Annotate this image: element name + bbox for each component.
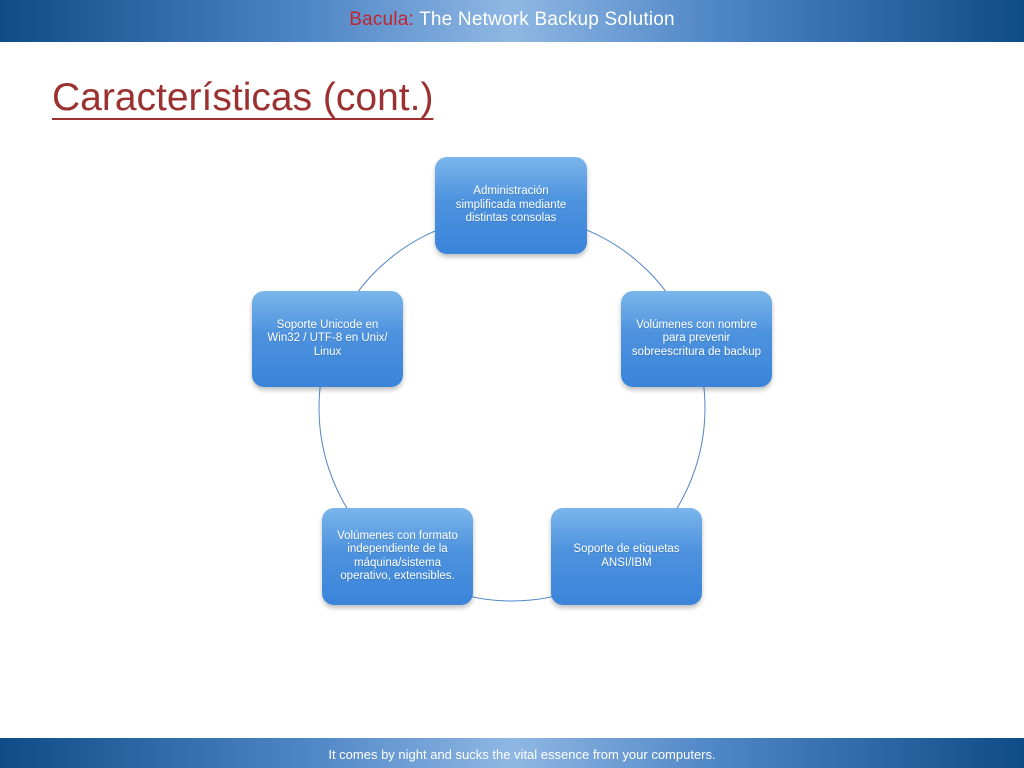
header-brand: Bacula: The Network Backup Solution: [349, 9, 675, 31]
slide-title: Características (cont.): [52, 76, 434, 119]
node-volumenes-nombre: Volúmenes con nombre para prevenir sobre…: [621, 291, 772, 387]
node-soporte-unicode: Soporte Unicode en Win32 / UTF-8 en Unix…: [252, 291, 403, 387]
brand-name: Bacula:: [349, 9, 414, 30]
footer-tagline: It comes by night and sucks the vital es…: [328, 746, 716, 762]
node-label: Administración simplificada mediante dis…: [455, 185, 567, 225]
node-label: Soporte de etiquetas ANSI/IBM: [573, 543, 680, 569]
node-label: Soporte Unicode en Win32 / UTF-8 en Unix…: [267, 318, 388, 358]
header-band: Bacula: The Network Backup Solution: [0, 0, 1024, 42]
node-administracion: Administración simplificada mediante dis…: [435, 157, 587, 254]
brand-tagline: The Network Backup Solution: [413, 9, 675, 30]
node-volumenes-formato: Volúmenes con formato independiente de l…: [322, 508, 473, 605]
node-label: Volúmenes con nombre para prevenir sobre…: [631, 318, 762, 358]
footer-band: It comes by night and sucks the vital es…: [0, 738, 1024, 768]
node-etiquetas-ansi: Soporte de etiquetas ANSI/IBM: [551, 508, 702, 605]
node-label: Volúmenes con formato independiente de l…: [337, 529, 458, 583]
